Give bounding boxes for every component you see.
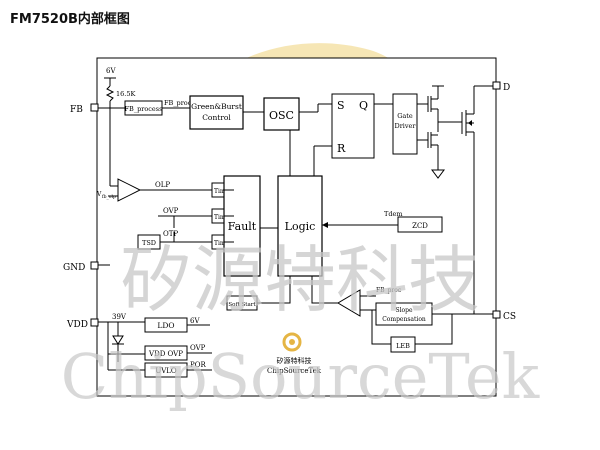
- resistor-icon: [105, 85, 115, 102]
- svg-text:VDD OVP: VDD OVP: [148, 350, 183, 358]
- supply-6v-label: 6V: [106, 67, 116, 75]
- signal-ldo-6v: 6V: [190, 317, 200, 325]
- svg-text:R: R: [337, 142, 346, 155]
- pin-label-d: D: [503, 83, 510, 93]
- pin-label-cs: CS: [503, 312, 516, 322]
- svg-text:Soft Start: Soft Start: [228, 302, 256, 308]
- svg-text:Q: Q: [359, 99, 368, 112]
- svg-text:OSC: OSC: [269, 109, 294, 122]
- totem-pole-icon: [427, 85, 462, 179]
- svg-text:Compensation: Compensation: [382, 316, 426, 323]
- svg-text:S: S: [337, 99, 345, 112]
- company-logo-icon: [282, 332, 302, 352]
- svg-text:Slope: Slope: [395, 307, 412, 314]
- signal-tdem: Tdem: [384, 210, 403, 218]
- svg-text:UVLO: UVLO: [155, 367, 177, 375]
- sr-latch-block: [331, 93, 375, 159]
- supply-39v-label: 39V: [112, 313, 127, 321]
- svg-text:TSD: TSD: [142, 239, 156, 247]
- svg-text:FB_process: FB_process: [125, 105, 163, 113]
- signal-por: POR: [190, 361, 206, 369]
- signal-fb-proc-top: FB_proc: [164, 99, 192, 107]
- svg-text:Timer: Timer: [214, 240, 232, 247]
- pin-label-gnd: GND: [63, 263, 85, 273]
- svg-text:ZCD: ZCD: [412, 222, 428, 230]
- signal-otp: OTP: [163, 230, 178, 238]
- signal-ovp: OVP: [163, 207, 179, 215]
- watermark-en: ChipSourceTek: [61, 340, 540, 413]
- power-mosfet-icon: [461, 85, 493, 314]
- page-title: FM7520B内部框图: [10, 12, 130, 27]
- svg-text:Gate: Gate: [397, 112, 413, 120]
- pin-vdd[interactable]: [90, 318, 99, 327]
- svg-text:V: V: [96, 191, 102, 198]
- svg-text:LDO: LDO: [157, 321, 174, 330]
- pin-label-vdd: VDD: [66, 320, 88, 330]
- svg-text:Timer: Timer: [214, 188, 232, 195]
- pin-fb[interactable]: [90, 103, 99, 112]
- green-burst-control-block: [189, 95, 244, 130]
- svg-text:Timer: Timer: [214, 214, 232, 221]
- svg-text:Control: Control: [202, 113, 231, 122]
- logic-block: [277, 175, 323, 277]
- svg-text:Fault: Fault: [228, 220, 257, 233]
- gate-driver-block: [392, 93, 418, 155]
- pin-cs[interactable]: [492, 310, 501, 319]
- pin-gnd[interactable]: [90, 261, 99, 270]
- signal-vdd-ovp: OVP: [190, 344, 206, 352]
- watermark-cn: 矽源特科技: [120, 238, 480, 322]
- fault-block: [223, 175, 261, 277]
- resistor-value: 16.5K: [116, 90, 135, 98]
- svg-text:Driver: Driver: [394, 122, 416, 130]
- svg-text:Green&Burst: Green&Burst: [191, 102, 242, 111]
- pin-d[interactable]: [492, 81, 501, 90]
- signal-olp: OLP: [155, 181, 170, 189]
- svg-text:fb_olp: fb_olp: [102, 194, 116, 200]
- svg-text:LEB: LEB: [396, 342, 410, 350]
- olp-comparator-icon: [117, 178, 142, 202]
- osc-block: [263, 97, 300, 131]
- pwm-comparator-icon: [337, 289, 361, 317]
- signal-fb-proc-bottom: FB_proc: [376, 287, 402, 294]
- logo-en-text: ChipSourceTek: [267, 367, 322, 375]
- logo-cn-text: 矽源特科技: [277, 356, 312, 365]
- svg-text:Logic: Logic: [285, 220, 316, 233]
- pin-label-fb: FB: [70, 105, 83, 115]
